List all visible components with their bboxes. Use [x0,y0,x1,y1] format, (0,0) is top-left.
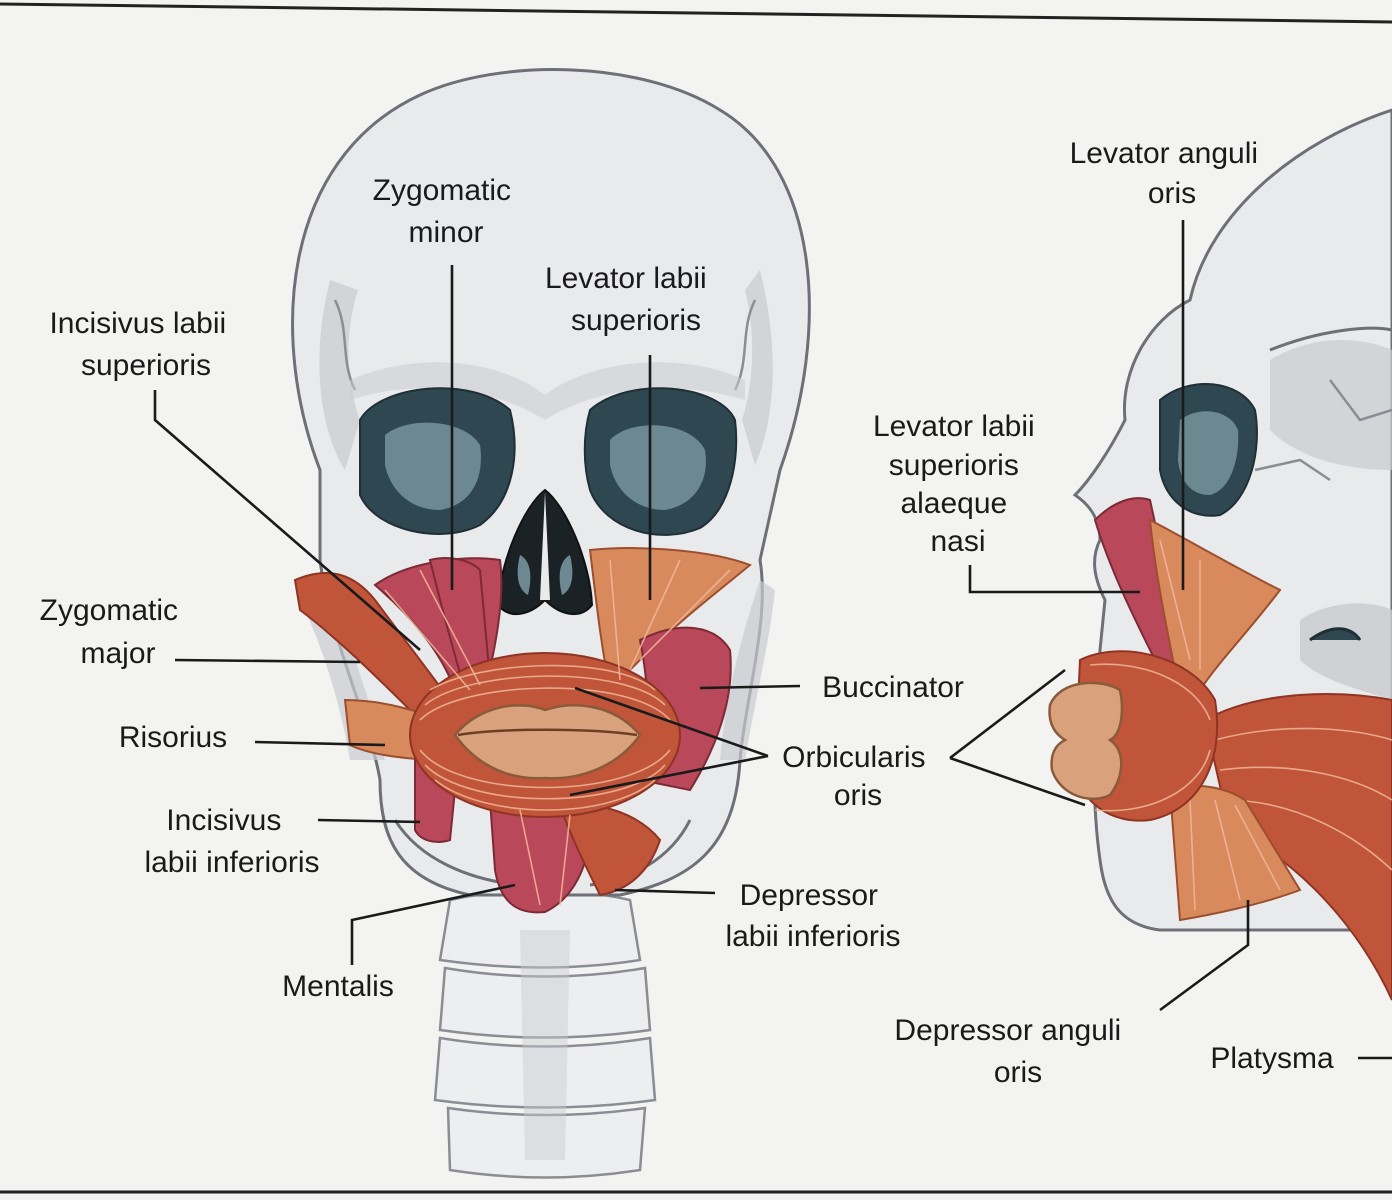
label-mentalis: Mentalis [282,970,394,1003]
side-orbicularis-oris [1048,650,1219,822]
left-orbit [359,387,516,535]
side-muscles [1048,497,1392,1001]
label-zygomatic-minor: Zygomatic minor [373,174,520,249]
label-zygomatic-major: Zygomatic major [40,594,187,670]
nasal-cavity [496,488,594,615]
front-muscles [293,547,752,914]
leader-lines [153,220,1392,1060]
label-levator-labii-superioris-alaeque-nasi: Levator labii superioris alaeque nasi [873,410,1043,558]
label-depressor-labii-inferioris: Depressor labii inferioris [725,879,900,953]
depressor-labii-inferioris-muscle [558,803,662,897]
label-incisivus-labii-inferioris: Incisivus labii inferioris [144,804,319,879]
top-border [0,2,1392,24]
label-buccinator: Buccinator [822,671,964,704]
label-incisivus-labii-superioris: Incisivus labii superioris [49,307,234,382]
cervical-spine [433,888,657,1179]
orbicularis-oris-muscle [409,652,681,818]
front-lips [453,704,642,780]
label-risorius: Risorius [119,721,227,754]
depressor-anguli-oris-muscle [1168,784,1302,922]
label-depressor-anguli-oris: Depressor anguli oris [894,1014,1129,1089]
label-levator-anguli-oris: Levator anguli oris [1070,137,1267,210]
right-orbit [583,387,738,536]
label-levator-labii-superioris: Levator labii superioris [545,262,715,337]
label-orbicularis-oris: Orbicularis oris [782,741,934,812]
side-lips [1048,681,1124,801]
labels: Zygomatic minor Levator labii superioris… [40,137,1334,1089]
label-platysma: Platysma [1210,1042,1334,1075]
levator-labii-superioris-muscle [588,547,752,693]
